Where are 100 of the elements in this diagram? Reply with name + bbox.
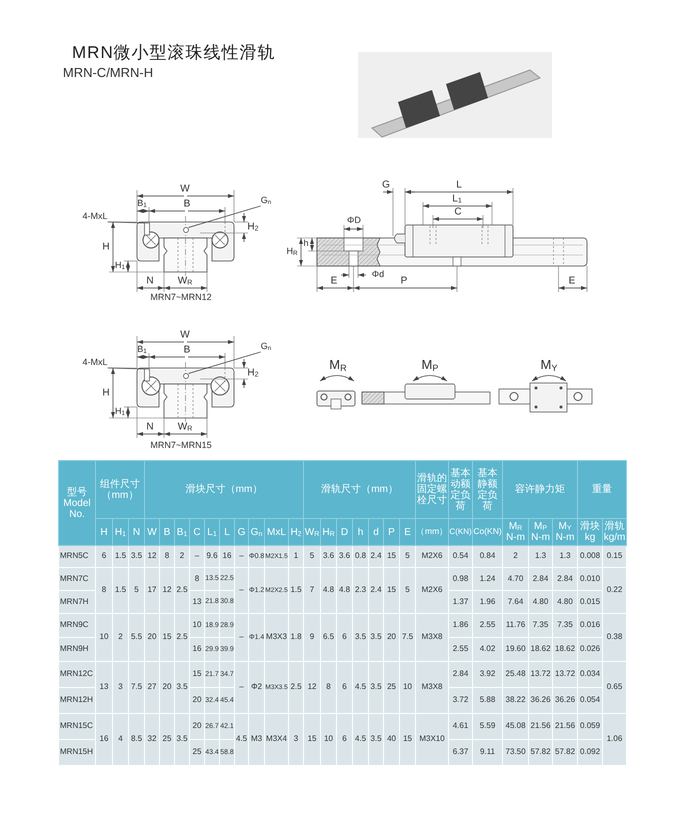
data-cell: 0.008	[578, 546, 603, 568]
header-cell: G$_{n}$	[248, 518, 264, 546]
drawing-caption: MRN7~MRN12	[150, 293, 212, 303]
data-cell: 1.8	[288, 614, 304, 662]
header-cell: 滑轨的固定螺栓尺寸	[416, 460, 449, 518]
data-cell: 6	[336, 614, 353, 662]
data-cell: 2	[502, 546, 529, 568]
data-cell: 13.72	[528, 662, 553, 688]
model-cell: MRN7H	[58, 590, 96, 614]
data-cell: 21.56	[552, 714, 578, 740]
header-cell: Co(KN)	[472, 518, 503, 546]
callout-label: G$_{n}$	[260, 196, 272, 206]
header-cell: 型号 Model No.	[58, 460, 96, 546]
data-cell: M3X3	[264, 614, 288, 662]
dimension-label: B$_{1}$	[137, 345, 147, 355]
header-cell: L	[220, 518, 234, 546]
data-cell: 25.48	[502, 662, 529, 688]
dimension-label: H$_{1}$	[115, 407, 125, 417]
data-cell: 2.55	[472, 614, 503, 638]
data-cell: 4.70	[502, 568, 529, 590]
dimension-label: B	[184, 344, 190, 356]
header-cell: H$_{R}$	[320, 518, 337, 546]
data-cell: –	[234, 662, 248, 714]
data-cell: 2	[112, 614, 128, 662]
data-cell: 2.4	[368, 568, 384, 614]
header-cell: 滑轨尺寸（mm）	[304, 460, 416, 518]
data-cell: 18.62	[528, 638, 553, 662]
data-cell: 17	[144, 568, 160, 614]
header-cell: MxL	[264, 518, 288, 546]
data-cell: 8	[96, 568, 112, 614]
dimension-label: P	[400, 276, 408, 286]
data-cell: 11.76	[502, 614, 529, 638]
header-cell: C	[190, 518, 204, 546]
data-cell: 2.5	[174, 568, 190, 614]
dimension-label: N	[146, 422, 154, 432]
data-cell: 3.92	[472, 662, 503, 688]
data-cell: 18.62	[552, 638, 578, 662]
data-cell: 15	[160, 614, 174, 662]
data-cell: 3.5	[174, 714, 190, 766]
data-cell: 5	[128, 568, 144, 614]
data-cell: 21.56	[528, 714, 553, 740]
data-cell: 2.84	[528, 568, 553, 590]
data-cell: 19.60	[502, 638, 529, 662]
data-cell: 15	[190, 662, 204, 688]
data-cell: 20	[190, 714, 204, 740]
header-cell: C(KN)	[448, 518, 473, 546]
header-cell: D	[336, 518, 353, 546]
data-cell: 6.37	[448, 740, 473, 766]
fitting-mark	[183, 227, 189, 233]
data-cell: 16	[96, 714, 112, 766]
header-cell: N	[128, 518, 144, 546]
data-cell: 8	[320, 662, 337, 714]
model-cell: MRN5C	[58, 546, 96, 568]
dimension-label: Φd	[372, 270, 384, 280]
data-cell: 4.80	[552, 590, 578, 614]
data-cell: 1.3	[552, 546, 578, 568]
dimension-label: E	[568, 276, 576, 286]
data-cell: 20	[160, 662, 174, 714]
data-cell: 4.61	[448, 714, 473, 740]
data-cell: 15	[384, 568, 400, 614]
data-cell: 3.5	[174, 662, 190, 714]
data-cell: 0.010	[578, 568, 603, 590]
data-cell: 1.5	[112, 568, 128, 614]
callout-label: G$_{n}$	[260, 342, 272, 352]
model-cell: MRN9C	[58, 614, 96, 638]
data-cell: 36.26	[528, 688, 553, 714]
leader-line	[107, 222, 145, 224]
data-cell: 3.5	[368, 614, 384, 662]
data-cell: 25	[160, 714, 174, 766]
data-cell: 1.06	[602, 714, 627, 766]
data-cell: 4.02	[472, 638, 503, 662]
data-cell: 2.5	[174, 614, 190, 662]
dimension-label: B	[184, 198, 190, 210]
data-cell: 38.22	[502, 688, 529, 714]
callout-label: 4-MxL	[82, 212, 108, 222]
model-cell: MRN9H	[58, 638, 96, 662]
data-cell: 0.016	[578, 614, 603, 638]
title: MRN微小型滚珠线性滑轨	[72, 42, 276, 64]
data-cell: 20	[190, 688, 204, 714]
model-cell: MRN12C	[58, 662, 96, 688]
data-cell: 3.5	[368, 714, 384, 766]
header-cell: 组件尺寸（mm）	[96, 460, 144, 518]
data-cell: 6	[336, 714, 353, 766]
leader-line	[107, 368, 145, 370]
data-cell: 6	[96, 546, 112, 568]
data-cell: 5.5	[128, 614, 144, 662]
dimension-label: ΦD	[347, 216, 361, 226]
data-cell: 0.054	[578, 688, 603, 714]
data-cell: Φ2	[248, 662, 264, 714]
dimension-label: N	[146, 276, 154, 286]
data-cell: M3X4	[264, 714, 288, 766]
data-cell: M3X10	[416, 714, 449, 766]
data-cell: 32	[144, 714, 160, 766]
header-cell: L$_{1}$	[204, 518, 220, 546]
data-cell: 12	[160, 568, 174, 614]
data-cell: –	[234, 568, 248, 614]
dimension-label: G	[382, 180, 390, 190]
header-cell: B$_{1}$	[174, 518, 190, 546]
model-cell: MRN7C	[58, 568, 96, 590]
dimension-label: H	[102, 242, 110, 252]
